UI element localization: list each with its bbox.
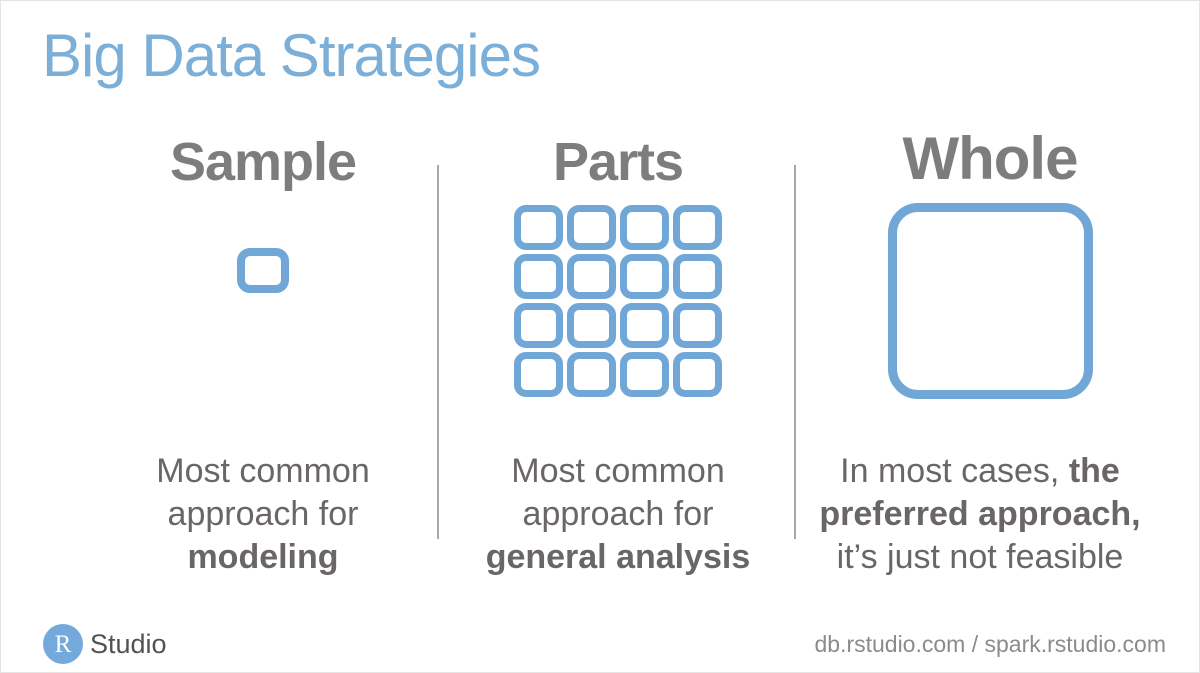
- grid-square-icon: [514, 352, 563, 397]
- desc-line: Most common: [511, 452, 725, 490]
- footer-links: db.rstudio.com / spark.rstudio.com: [814, 631, 1166, 657]
- grid-square-icon: [567, 303, 616, 348]
- r-logo-letter: R: [54, 630, 72, 658]
- grid-square-icon: [514, 254, 563, 299]
- desc-line-bold: preferred approach,: [819, 495, 1141, 533]
- grid-square-icon: [673, 352, 722, 397]
- rstudio-logo: R Studio: [43, 624, 167, 664]
- header-sample: Sample: [169, 132, 357, 192]
- header-whole: Whole: [902, 125, 1079, 192]
- r-logo-icon: R: [43, 624, 83, 664]
- desc-text: In most cases,: [840, 452, 1069, 490]
- desc-line: In most cases, the: [790, 450, 1170, 493]
- logo-studio-label: Studio: [90, 628, 167, 659]
- page-title: Big Data Strategies: [42, 22, 541, 89]
- sample-square-icon: [237, 248, 289, 293]
- grid-square-icon: [620, 352, 669, 397]
- column-divider-left: [437, 165, 439, 539]
- parts-grid-icon: [514, 205, 722, 397]
- grid-square-icon: [567, 254, 616, 299]
- header-parts: Parts: [552, 132, 684, 192]
- grid-square-icon: [673, 303, 722, 348]
- grid-square-icon: [620, 254, 669, 299]
- desc-line: it’s just not feasible: [836, 538, 1124, 576]
- grid-square-icon: [673, 205, 722, 250]
- desc-sample: Most common approach for modeling: [75, 450, 451, 579]
- grid-square-icon: [567, 205, 616, 250]
- desc-whole: In most cases, the preferred approach, i…: [790, 450, 1170, 579]
- desc-line-bold: general analysis: [485, 538, 751, 576]
- grid-square-icon: [567, 352, 616, 397]
- desc-line-bold: modeling: [187, 538, 339, 576]
- grid-square-icon: [514, 205, 563, 250]
- grid-square-icon: [514, 303, 563, 348]
- column-divider-right: [794, 165, 796, 539]
- grid-square-icon: [673, 254, 722, 299]
- desc-text-bold: the: [1068, 452, 1120, 490]
- grid-square-icon: [620, 205, 669, 250]
- desc-parts: Most common approach for general analysi…: [438, 450, 798, 579]
- grid-square-icon: [620, 303, 669, 348]
- whole-square-icon: [888, 203, 1093, 399]
- desc-line: Most common: [156, 452, 370, 490]
- desc-line: approach for: [167, 495, 359, 533]
- desc-line: approach for: [522, 495, 714, 533]
